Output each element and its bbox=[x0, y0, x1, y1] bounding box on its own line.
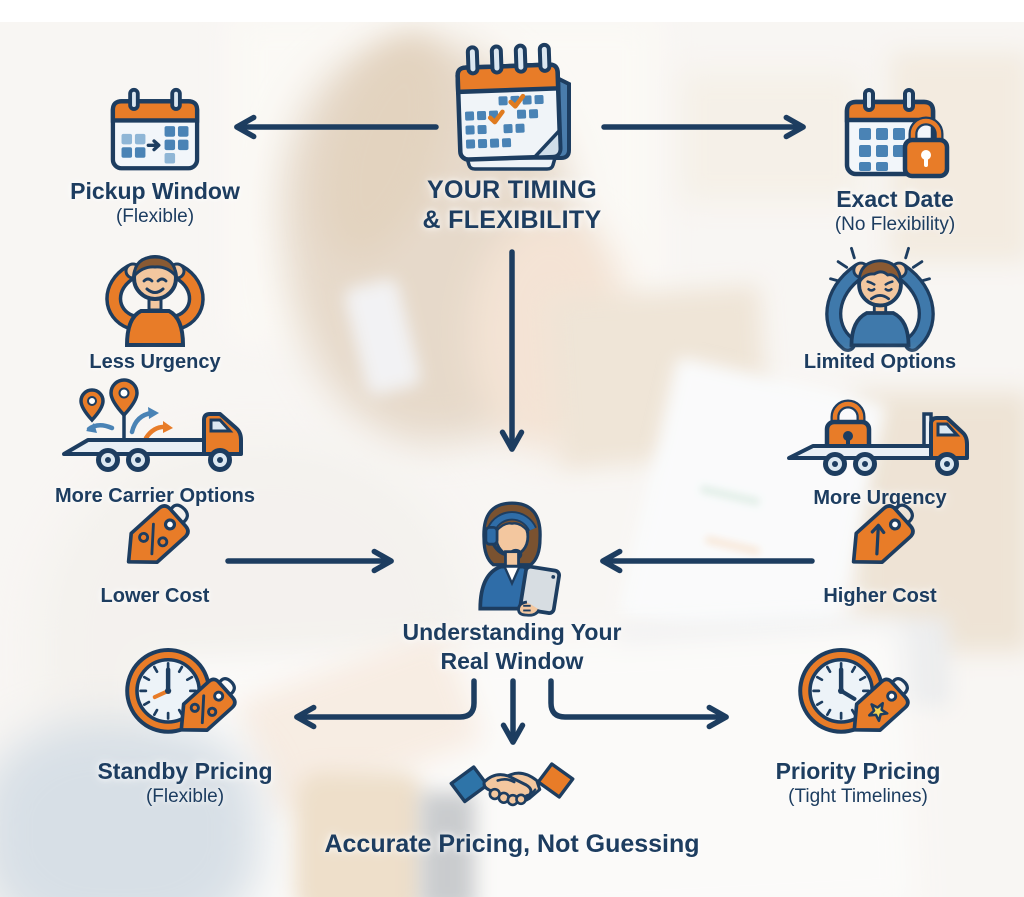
pickup-window-title: Pickup Window bbox=[70, 178, 240, 204]
item-less-urgency: Less Urgency bbox=[50, 244, 260, 374]
calendar-lock-icon bbox=[844, 88, 950, 179]
priority-pricing-subtitle: (Tight Timelines) bbox=[788, 785, 928, 807]
clock-star-tag-icon bbox=[798, 648, 910, 734]
more-carrier-options-label: More Carrier Options bbox=[54, 485, 256, 507]
clock-percent-tag-icon bbox=[125, 648, 237, 734]
standby-pricing-title: Standby Pricing bbox=[97, 758, 273, 784]
standby-pricing-subtitle: (Flexible) bbox=[145, 785, 225, 807]
pickup-window-subtitle: (Flexible) bbox=[115, 205, 195, 227]
limited-options-label: Limited Options bbox=[803, 351, 957, 373]
item-higher-cost: Higher Cost bbox=[785, 496, 975, 608]
node-pickup-window: Pickup Window (Flexible) bbox=[30, 86, 280, 229]
support-agent-icon bbox=[478, 501, 561, 617]
exact-date-title: Exact Date bbox=[836, 186, 954, 212]
node-understanding: Understanding Your Real Window bbox=[387, 484, 637, 675]
item-more-urgency: More Urgency bbox=[775, 380, 985, 510]
lower-cost-label: Lower Cost bbox=[100, 585, 210, 607]
higher-cost-label: Higher Cost bbox=[823, 585, 937, 607]
exact-date-subtitle: (No Flexibility) bbox=[834, 213, 956, 235]
node-exact-date: Exact Date (No Flexibility) bbox=[770, 86, 1020, 237]
item-limited-options: Limited Options bbox=[775, 242, 985, 374]
truck-lock-icon bbox=[786, 399, 969, 476]
relaxed-person-icon bbox=[105, 255, 205, 347]
priority-pricing-title: Priority Pricing bbox=[775, 758, 941, 784]
footer-title: Accurate Pricing, Not Guessing bbox=[324, 830, 700, 858]
percent-tag-icon bbox=[126, 503, 190, 564]
center-title-line1: Understanding Your bbox=[402, 619, 622, 645]
arrow-up-tag-icon bbox=[851, 503, 915, 564]
root-title-line2: & FLEXIBILITY bbox=[422, 205, 602, 234]
handshake-icon bbox=[449, 762, 575, 807]
center-title-line2: Real Window bbox=[440, 647, 584, 674]
stressed-person-icon bbox=[825, 246, 935, 353]
desk-calendar-checked-icon bbox=[455, 42, 571, 171]
node-footer: Accurate Pricing, Not Guessing bbox=[302, 752, 722, 859]
node-root: YOUR TIMING & FLEXIBILITY bbox=[387, 38, 637, 235]
node-standby-pricing: Standby Pricing (Flexible) bbox=[60, 642, 310, 809]
less-urgency-label: Less Urgency bbox=[89, 351, 221, 373]
truck-route-options-icon bbox=[61, 378, 243, 472]
node-priority-pricing: Priority Pricing (Tight Timelines) bbox=[733, 642, 983, 809]
more-urgency-label: More Urgency bbox=[813, 487, 947, 509]
root-title-line1: YOUR TIMING bbox=[427, 176, 597, 204]
item-lower-cost: Lower Cost bbox=[60, 496, 250, 608]
item-more-carrier-options: More Carrier Options bbox=[25, 378, 285, 508]
calendar-flexible-icon bbox=[110, 87, 200, 171]
